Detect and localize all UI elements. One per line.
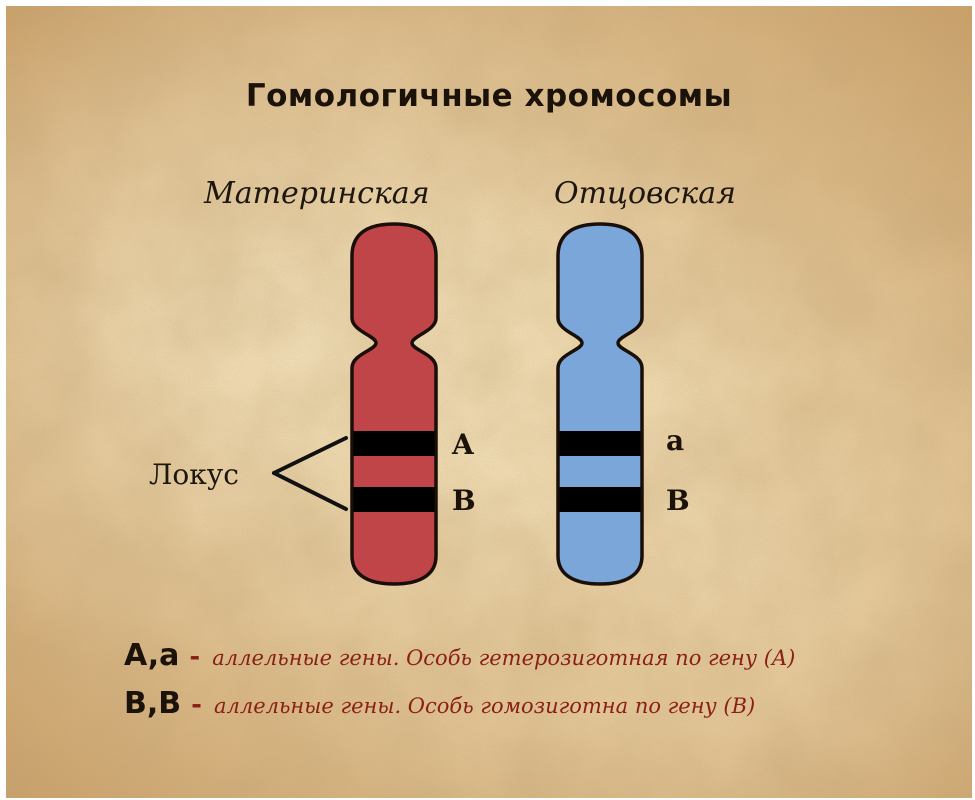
legend-desc-b: аллельные гены. Особь гомозиготна по ген… bbox=[214, 694, 755, 718]
paternal-allele-a: a bbox=[666, 424, 684, 457]
legend-key-a: A,a bbox=[124, 638, 179, 673]
legend-desc-a: аллельные гены. Особь гетерозиготная по … bbox=[212, 646, 795, 670]
maternal-locus-b-band bbox=[354, 487, 435, 512]
locus-label: Локус bbox=[149, 458, 239, 491]
chromosome-diagram bbox=[6, 6, 972, 798]
paternal-locus-b-band bbox=[560, 487, 641, 512]
legend-dash: - bbox=[189, 642, 200, 672]
maternal-allele-a: A bbox=[452, 428, 474, 461]
slide: Гомологичные хромосомы Материнская Отцов… bbox=[6, 6, 972, 798]
maternal-chromosome-body bbox=[352, 224, 436, 584]
locus-pointer-line-upper bbox=[274, 438, 346, 473]
paternal-locus-a-band bbox=[560, 431, 641, 456]
paternal-chromosome bbox=[558, 224, 642, 584]
locus-pointer-line-lower bbox=[274, 473, 346, 509]
legend-dash: - bbox=[191, 690, 202, 720]
paternal-allele-b: B bbox=[666, 484, 690, 517]
legend-row-a: A,a-аллельные гены. Особь гетерозиготная… bbox=[124, 638, 795, 673]
maternal-allele-b: B bbox=[452, 484, 476, 517]
legend-key-b: B,B bbox=[124, 686, 181, 721]
legend-row-b: B,B-аллельные гены. Особь гомозиготна по… bbox=[124, 686, 755, 721]
maternal-chromosome bbox=[352, 224, 436, 584]
paternal-chromosome-body bbox=[558, 224, 642, 584]
maternal-locus-a-band bbox=[354, 431, 435, 456]
